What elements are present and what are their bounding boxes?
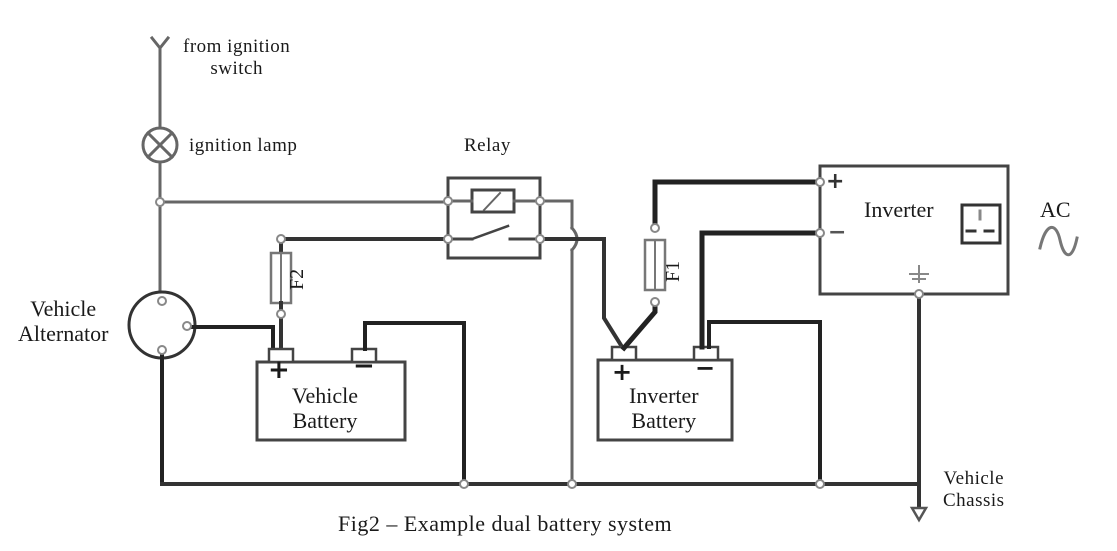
figure-caption: Fig2 – Example dual battery system bbox=[338, 511, 673, 536]
wire-relay-invbat bbox=[538, 237, 627, 353]
wire-inv-neg bbox=[699, 230, 823, 350]
wire-f1-inv-pos bbox=[652, 179, 823, 231]
relay-label: Relay bbox=[464, 135, 511, 156]
fuse-f2-label: F2 bbox=[286, 268, 308, 290]
wire-relay-f2 bbox=[279, 237, 450, 254]
ibat-plus-sign: + bbox=[612, 358, 633, 386]
chassis-arrow-icon bbox=[909, 506, 929, 523]
junctions bbox=[155, 177, 924, 489]
ac-label: AC bbox=[1040, 197, 1071, 222]
ac-wave-icon bbox=[1038, 226, 1079, 257]
lamp-icon bbox=[141, 126, 179, 164]
fuse-icon bbox=[643, 238, 667, 292]
vbat-minus-sign: − bbox=[353, 351, 375, 381]
wire-alt-vbat bbox=[185, 325, 275, 352]
wire-f1-invbat bbox=[620, 300, 658, 352]
inverter-battery-label: Inverter Battery bbox=[629, 383, 699, 434]
wire-coil-ground bbox=[538, 199, 574, 230]
wire-invbat-neg-ground bbox=[707, 320, 822, 486]
inverter-label: Inverter bbox=[864, 197, 934, 222]
chassis-label: Vehicle Chassis bbox=[943, 468, 1005, 511]
inverter-plus-sign: + bbox=[826, 169, 845, 194]
socket-icon bbox=[960, 203, 1002, 245]
ground-icon bbox=[909, 265, 929, 283]
relay-icon bbox=[446, 176, 542, 260]
vehicle-battery-label: Vehicle Battery bbox=[292, 383, 358, 434]
wire-vbat-neg bbox=[363, 321, 466, 486]
from-ignition-label: from ignition switch bbox=[183, 36, 291, 79]
inverter-minus-sign: − bbox=[828, 220, 847, 245]
battery-icon bbox=[255, 347, 407, 442]
ibat-minus-sign: − bbox=[695, 354, 716, 382]
vbat-plus-sign: + bbox=[268, 355, 290, 385]
alternator-label: Vehicle Alternator bbox=[18, 296, 109, 347]
battery-icon bbox=[596, 345, 734, 442]
fuse-f1-label: F1 bbox=[662, 260, 684, 282]
antenna-icon bbox=[149, 35, 171, 132]
ignition-lamp-label: ignition lamp bbox=[189, 135, 298, 156]
